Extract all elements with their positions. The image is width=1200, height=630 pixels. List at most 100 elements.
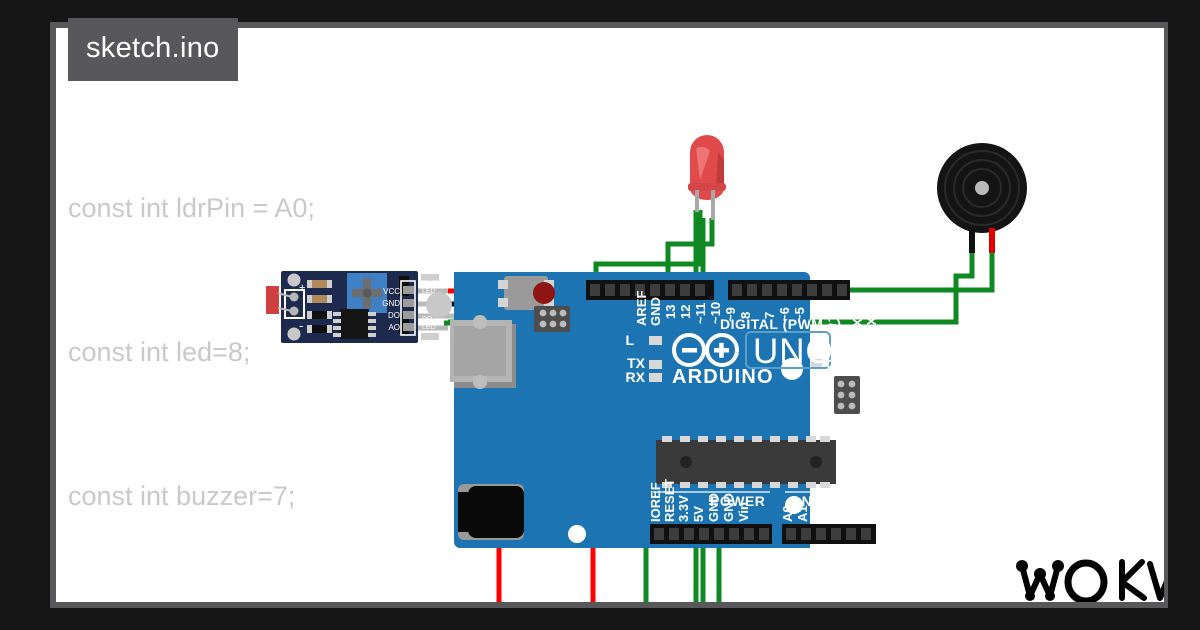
logo-plus-v: [719, 342, 724, 358]
pin-label-a0: A0: [780, 505, 795, 522]
digital-header-left: [586, 280, 714, 300]
analog-header: [782, 524, 876, 544]
ldr-element: [266, 286, 279, 314]
l-led-label: L: [625, 332, 634, 348]
analog-bank-label: ANALOG IN: [791, 493, 874, 509]
pin-label-12: 12: [678, 305, 693, 319]
red-led-component: [688, 135, 726, 220]
signal-wire: [665, 218, 715, 298]
module-smd-bottom: [421, 333, 439, 340]
pin-label-gnd2: GND: [721, 493, 736, 522]
led-leg-cathode: [695, 190, 699, 212]
rx-led-label: RX: [626, 369, 646, 385]
reset-button-pad-l2: [498, 298, 508, 307]
pin-label-4: 4: [807, 311, 822, 319]
usb-tab-top: [473, 315, 487, 329]
do-led-label-2: LED: [422, 324, 436, 331]
terminal-block: [284, 289, 305, 319]
terminal-minus-label: -: [299, 318, 303, 333]
pwr-led-label-1: PWR: [422, 280, 438, 287]
digital-bank-label: DIGITAL (PWM ~): [720, 316, 842, 332]
comparator-ic: [340, 309, 369, 339]
terminal-plus-label: +: [299, 282, 305, 294]
pin-label-5v: 5V: [691, 506, 706, 522]
pin-label-a3: A3: [825, 505, 840, 522]
power-jack: [468, 486, 524, 538]
pin-label-reset: RESET: [662, 479, 677, 522]
pin-label-3: ~3: [822, 307, 837, 322]
on-led: [811, 359, 822, 368]
pin-label-a5: A5: [855, 505, 870, 522]
vcc-wire: [590, 537, 609, 602]
pwr-led-label-2: LED: [422, 288, 436, 295]
power-bank-label: POWER: [710, 493, 765, 509]
logo-letter-o: [1064, 559, 1108, 602]
pin-label-a4: A4: [840, 505, 855, 522]
pin-label-a1: A1: [795, 505, 810, 522]
wokwi-logo: [1014, 552, 1164, 602]
power-jack-lip: [458, 492, 474, 532]
diagram-canvas: const int ldrPin = A0; const int led=8; …: [56, 28, 1164, 602]
buzzer-ring-3: [962, 168, 1002, 208]
arduino-uno-board: UNO ARDUINO AREF GND 13 12 ~11 ~10 ~9 8 …: [450, 272, 879, 548]
trimmer-center: [362, 288, 372, 298]
led-flange: [688, 183, 726, 191]
uno-badge-box: [745, 331, 831, 369]
mounting-hole: [785, 496, 803, 514]
code-line: const int ldrPin = A0;: [68, 193, 315, 223]
reset-button-cap: [533, 282, 555, 304]
code-line: const int led=8;: [68, 337, 251, 367]
pin-label-5: ~5: [792, 307, 807, 322]
logo-minus: [682, 348, 697, 353]
pin-label-6: ~6: [777, 307, 792, 322]
digital-header-right: [728, 280, 850, 300]
tx-led-label: TX: [627, 355, 646, 371]
usb-tab-bottom: [473, 375, 487, 389]
logo-letter-k: [1119, 559, 1147, 601]
icsp2-header: [534, 306, 570, 332]
microcontroller-chip: [656, 436, 836, 488]
circuit-diagram: UNO ARDUINO AREF GND 13 12 ~11 ~10 ~9 8 …: [56, 28, 1164, 602]
ldr-sensor-module: + -: [266, 271, 452, 343]
led-dome-shade: [716, 152, 724, 188]
logo-nodes: [1016, 560, 1064, 601]
pin-label-vin: Vin: [736, 502, 751, 522]
pin-label-9: ~9: [723, 307, 738, 322]
pin-label-rx: RX: [864, 317, 879, 335]
module-hole-bottom: [287, 327, 301, 341]
buzzer-hole: [975, 181, 989, 195]
buzzer-component: [937, 143, 1027, 253]
file-tab-label: sketch.ino: [86, 32, 220, 64]
module-pin-label-vcc: VCC: [383, 287, 400, 296]
board-brand-label: ARDUINO: [672, 366, 774, 388]
rx-led: [649, 373, 662, 382]
module-indicator: [426, 292, 452, 318]
pin-label-tx: TX: [850, 318, 865, 335]
terminal-pad-1: [289, 292, 299, 302]
tx-led: [649, 360, 662, 369]
l-led: [649, 336, 662, 345]
mounting-hole: [568, 525, 586, 543]
ldr-lead-top: [277, 292, 293, 298]
module-pin-label-ao: AO: [388, 323, 400, 332]
module-hole-top: [287, 273, 301, 287]
pin-label-1: 1: [850, 312, 865, 319]
pin-label-13: 13: [663, 305, 678, 319]
file-tab[interactable]: sketch.ino: [68, 18, 238, 81]
code-line: const int buzzer=7;: [68, 481, 296, 511]
ldr-lead-bottom: [277, 307, 293, 312]
pin-label-gnd1: GND: [706, 493, 721, 522]
board-model-label: UNO: [753, 332, 834, 371]
power-header: [650, 524, 772, 544]
reset-button-pad-l: [498, 280, 508, 289]
pin-label-0: 0: [864, 312, 879, 319]
terminal-pad-2: [289, 306, 299, 316]
buzzer-lead-negative: [969, 228, 975, 253]
arduino-infinity-logo: [672, 333, 739, 367]
pin-label-3v3: 3.3V: [676, 495, 691, 522]
pin-label-gnd: GND: [648, 297, 663, 326]
module-smd-top: [421, 274, 439, 281]
ic-pads: [333, 312, 376, 337]
do-led-label-1: DO: [422, 316, 433, 323]
